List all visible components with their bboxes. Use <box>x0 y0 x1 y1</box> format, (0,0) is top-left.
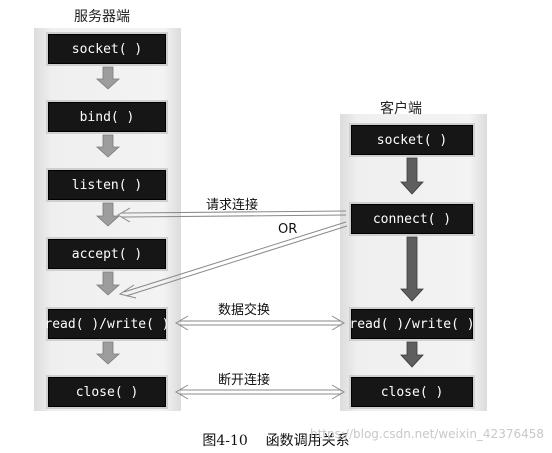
connect-request-label: 请求连接 <box>206 198 259 213</box>
client-title: 客户端 <box>380 101 422 117</box>
server-socket-box: socket( ) <box>48 34 166 64</box>
server-listen-box: listen( ) <box>48 170 166 200</box>
server-readwrite-box: read( )/write( ) <box>44 309 170 339</box>
or-label: OR <box>278 222 298 237</box>
connect-request-arrowhead <box>117 207 131 223</box>
figure-caption: 图4-10 函数调用关系 <box>202 433 350 449</box>
client-flow-arrow-3 <box>400 341 424 368</box>
client-connect-box: connect( ) <box>351 204 473 234</box>
client-flow-arrow-2 <box>400 236 424 302</box>
server-flow-arrow-4 <box>95 271 121 296</box>
data-exchange-right-head <box>331 315 345 331</box>
disconnect-left-head <box>175 384 189 400</box>
disconnect-right-head <box>331 384 345 400</box>
server-title: 服务器端 <box>74 9 130 25</box>
server-flow-arrow-5 <box>95 341 121 365</box>
watermark: https://blog.csdn.net/weixin_42376458 <box>309 427 544 441</box>
server-flow-arrow-2 <box>95 134 121 158</box>
data-exchange-label: 数据交换 <box>218 303 271 318</box>
server-accept-box: accept( ) <box>48 239 166 269</box>
client-flow-arrow-1 <box>400 157 424 195</box>
server-flow-arrow-3 <box>95 202 121 227</box>
client-socket-box: socket( ) <box>351 125 473 155</box>
disconnect-label: 断开连接 <box>218 373 271 388</box>
client-readwrite-box: read( )/write( ) <box>349 309 475 339</box>
server-flow-arrow-1 <box>95 66 121 90</box>
or-arrowhead <box>118 284 137 299</box>
client-close-box: close( ) <box>351 377 473 407</box>
data-exchange-left-head <box>175 315 189 331</box>
server-bind-box: bind( ) <box>48 102 166 132</box>
server-close-box: close( ) <box>48 377 166 407</box>
